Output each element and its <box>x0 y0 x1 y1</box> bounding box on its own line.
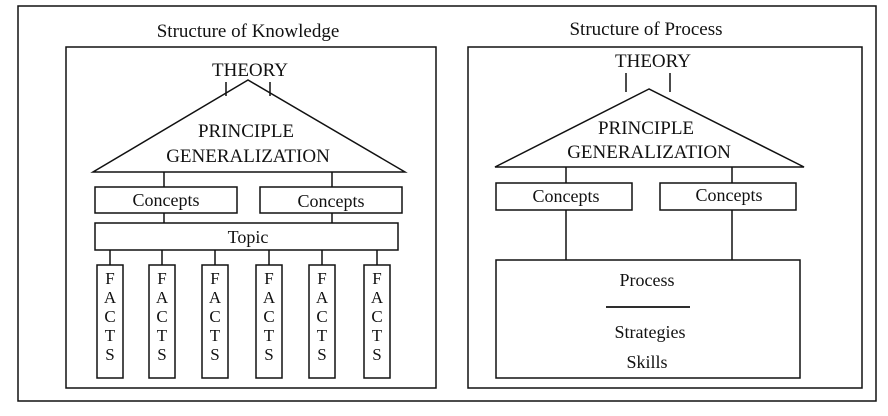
knowledge-frame <box>65 46 437 389</box>
knowledge-facts-box-5 <box>308 264 336 379</box>
outer-frame <box>17 5 877 402</box>
process-triangle <box>494 88 805 168</box>
knowledge-facts-box-2 <box>148 264 176 379</box>
knowledge-topic-box <box>94 222 399 251</box>
knowledge-facts-box-1 <box>96 264 124 379</box>
process-generalization-label: GENERALIZATION <box>567 142 731 163</box>
process-principle-label: PRINCIPLE <box>597 118 695 139</box>
process-concepts-left-label: Concepts <box>532 186 600 206</box>
process-process-label: Process <box>619 270 675 290</box>
knowledge-triangle <box>90 79 408 173</box>
knowledge-theory-label: THEORY <box>212 60 288 81</box>
process-concepts-right-box <box>659 182 797 211</box>
knowledge-facts-box-4 <box>255 264 283 379</box>
process-concepts-left-box <box>495 182 633 211</box>
knowledge-facts-box-3 <box>201 264 229 379</box>
knowledge-principle-label: PRINCIPLE <box>197 121 295 142</box>
knowledge-facts-box-6 <box>363 264 391 379</box>
knowledge-generalization-label: GENERALIZATION <box>166 146 330 167</box>
knowledge-concepts-right-label: Concepts <box>297 191 365 211</box>
process-strategies-label: Strategies <box>614 322 686 342</box>
knowledge-topic-label: Topic <box>227 227 269 247</box>
process-title: Structure of Process <box>569 19 723 40</box>
knowledge-concepts-left-box <box>94 186 238 214</box>
process-concepts-right-label: Concepts <box>695 185 763 205</box>
knowledge-concepts-left-label: Concepts <box>132 190 200 210</box>
knowledge-concepts-right-box <box>259 186 403 214</box>
knowledge-title: Structure of Knowledge <box>156 21 340 42</box>
process-skills-label: Skills <box>626 352 668 372</box>
process-box <box>495 259 801 379</box>
process-theory-label: THEORY <box>615 51 691 72</box>
process-frame <box>467 46 863 389</box>
